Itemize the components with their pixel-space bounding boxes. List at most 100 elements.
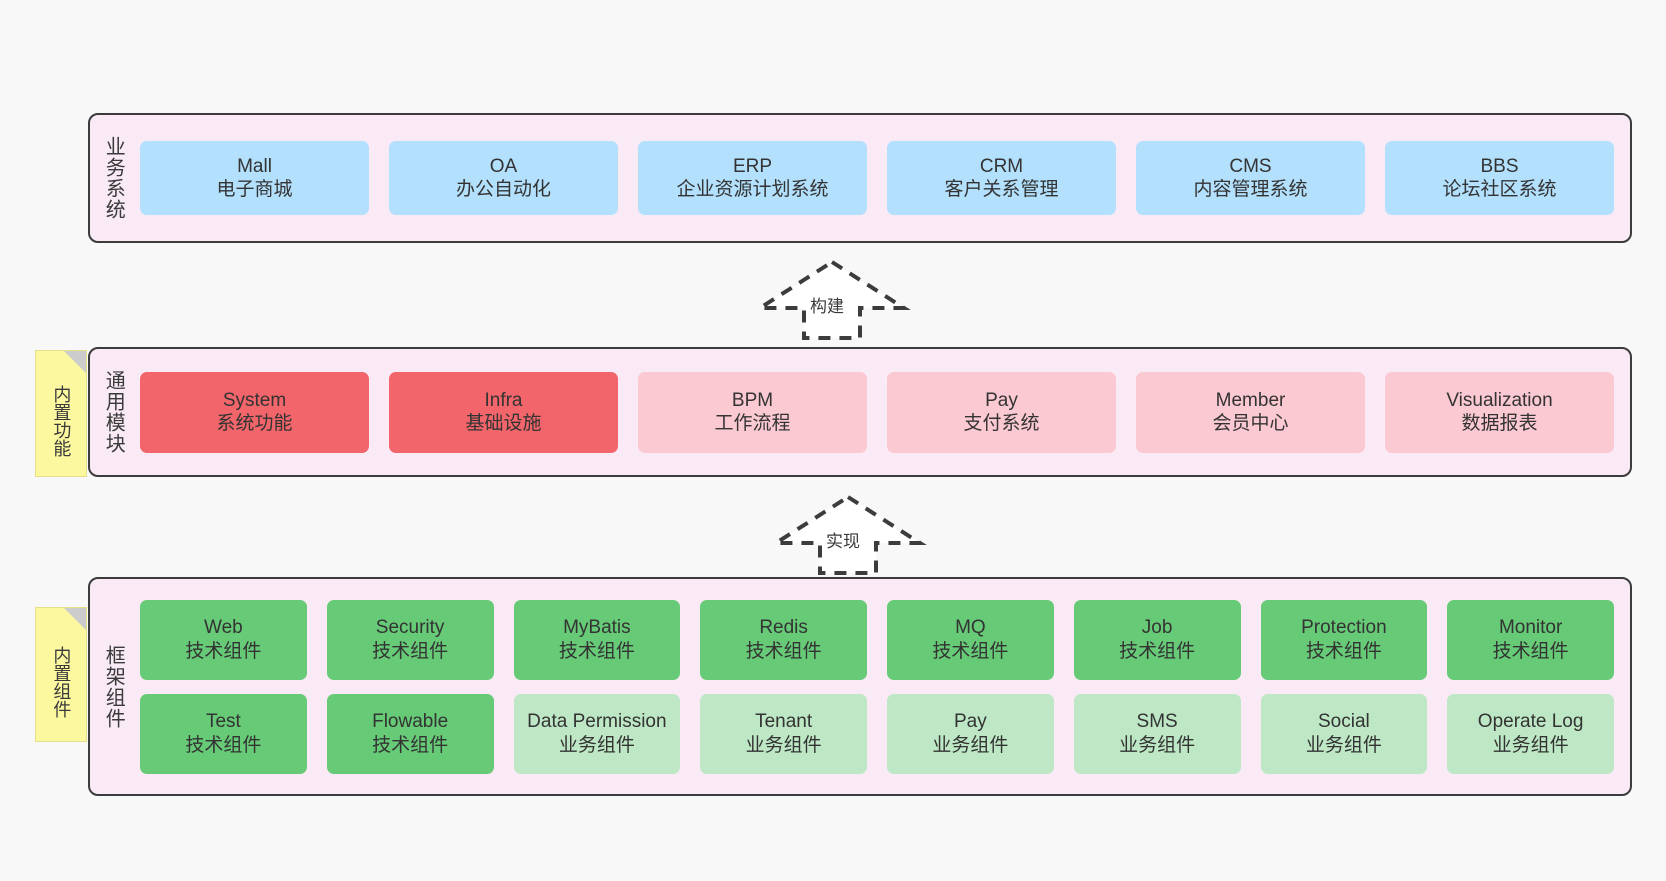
node-subtitle: 业务组件 <box>1492 734 1569 756</box>
node-subtitle: 办公自动化 <box>455 179 551 200</box>
node-subtitle: 技术组件 <box>1305 640 1382 662</box>
node-subtitle: 技术组件 <box>1119 640 1196 662</box>
node-pay-component[interactable]: Pay 业务组件 <box>887 693 1054 774</box>
node-bbs[interactable]: BBS 论坛社区系统 <box>1385 141 1614 215</box>
node-subtitle: 数据报表 <box>1461 413 1538 434</box>
layer-row: System 系统功能 Infra 基础设施 BPM 工作流程 Pay 支付系统… <box>140 371 1614 453</box>
node-title: Operate Log <box>1477 711 1584 733</box>
node-subtitle: 工作流程 <box>714 413 791 434</box>
node-subtitle: 系统功能 <box>216 413 293 434</box>
node-security[interactable]: Security 技术组件 <box>326 599 494 680</box>
implement-arrow-label: 实现 <box>826 532 860 551</box>
sticky-note-text: 内置功能 <box>51 384 72 457</box>
node-monitor[interactable]: Monitor 技术组件 <box>1447 599 1614 680</box>
node-title: CMS <box>1229 155 1272 177</box>
node-title: Member <box>1215 389 1286 411</box>
node-subtitle: 电子商城 <box>216 179 293 200</box>
node-data-permission[interactable]: Data Permission 业务组件 <box>513 693 681 774</box>
node-subtitle: 技术组件 <box>372 734 449 756</box>
node-web[interactable]: Web 技术组件 <box>140 599 307 680</box>
node-title: Tenant <box>755 711 813 733</box>
layer-title-business-system: 业务系统 <box>102 136 125 220</box>
layer-row: Mall 电子商城 OA 办公自动化 ERP 企业资源计划系统 CRM 客户关系… <box>140 141 1614 215</box>
implement-arrow: 实现 <box>768 491 928 577</box>
node-subtitle: 论坛社区系统 <box>1442 179 1557 200</box>
node-subtitle: 支付系统 <box>963 413 1040 434</box>
node-subtitle: 技术组件 <box>558 640 635 662</box>
node-redis[interactable]: Redis 技术组件 <box>700 599 867 680</box>
node-title: Flowable <box>372 711 449 733</box>
node-title: Job <box>1141 617 1173 639</box>
page-fold-icon <box>64 608 86 630</box>
layer-common-modules: 通用模块 System 系统功能 Infra 基础设施 BPM 工作流程 Pay… <box>88 347 1632 477</box>
build-arrow-shape <box>753 259 911 340</box>
node-cms[interactable]: CMS 内容管理系统 <box>1136 141 1365 215</box>
node-subtitle: 基础设施 <box>465 413 542 434</box>
node-mall[interactable]: Mall 电子商城 <box>140 141 369 215</box>
node-flowable[interactable]: Flowable 技术组件 <box>326 693 494 774</box>
node-title: OA <box>489 155 518 177</box>
node-title: Web <box>204 617 243 639</box>
node-subtitle: 业务组件 <box>1119 734 1196 756</box>
node-social[interactable]: Social 业务组件 <box>1260 693 1428 774</box>
node-title: BBS <box>1480 155 1519 177</box>
node-subtitle: 企业资源计划系统 <box>676 179 829 200</box>
node-test[interactable]: Test 技术组件 <box>140 693 307 774</box>
node-subtitle: 客户关系管理 <box>944 179 1059 200</box>
build-arrow-label: 构建 <box>810 297 844 316</box>
node-title: Infra <box>484 389 523 411</box>
node-subtitle: 技术组件 <box>932 640 1009 662</box>
layer-title-common-modules: 通用模块 <box>102 370 125 454</box>
node-title: MQ <box>955 617 986 639</box>
node-title: ERP <box>732 155 773 177</box>
node-mq[interactable]: MQ 技术组件 <box>887 599 1054 680</box>
layer-body-business-system: Mall 电子商城 OA 办公自动化 ERP 企业资源计划系统 CRM 客户关系… <box>136 115 1630 241</box>
node-bpm[interactable]: BPM 工作流程 <box>638 371 867 453</box>
sticky-note-text: 内置组件 <box>51 645 72 718</box>
node-subtitle: 内容管理系统 <box>1193 179 1308 200</box>
node-title: Monitor <box>1498 617 1563 639</box>
layer-row: Test 技术组件 Flowable 技术组件 Data Permission … <box>140 693 1614 774</box>
sticky-note-builtin-components: 内置组件 <box>35 607 87 742</box>
layer-body-common-modules: System 系统功能 Infra 基础设施 BPM 工作流程 Pay 支付系统… <box>136 349 1630 475</box>
node-subtitle: 业务组件 <box>932 734 1009 756</box>
node-mybatis[interactable]: MyBatis 技术组件 <box>513 599 681 680</box>
node-operate-log[interactable]: Operate Log 业务组件 <box>1447 693 1614 774</box>
node-subtitle: 业务组件 <box>1305 734 1382 756</box>
node-title: Protection <box>1301 617 1387 639</box>
node-subtitle: 技术组件 <box>1492 640 1569 662</box>
layer-row: Web 技术组件 Security 技术组件 MyBatis 技术组件 Redi… <box>140 599 1614 680</box>
node-subtitle: 业务组件 <box>745 734 822 756</box>
node-subtitle: 会员中心 <box>1212 413 1289 434</box>
layer-body-framework-components: Web 技术组件 Security 技术组件 MyBatis 技术组件 Redi… <box>136 579 1630 794</box>
node-visualization[interactable]: Visualization 数据报表 <box>1385 371 1614 453</box>
node-infra[interactable]: Infra 基础设施 <box>389 371 618 453</box>
node-title: Security <box>375 617 445 639</box>
node-protection[interactable]: Protection 技术组件 <box>1260 599 1428 680</box>
node-member[interactable]: Member 会员中心 <box>1136 371 1365 453</box>
node-subtitle: 业务组件 <box>558 734 635 756</box>
node-title: Test <box>205 711 241 733</box>
node-title: SMS <box>1136 711 1178 733</box>
build-arrow: 构建 <box>752 256 912 342</box>
node-subtitle: 技术组件 <box>372 640 449 662</box>
node-title: BPM <box>731 389 774 411</box>
node-erp[interactable]: ERP 企业资源计划系统 <box>638 141 867 215</box>
node-subtitle: 技术组件 <box>745 640 822 662</box>
node-subtitle: 技术组件 <box>185 734 262 756</box>
node-title: Data Permission <box>527 711 667 733</box>
node-title: CRM <box>979 155 1024 177</box>
node-oa[interactable]: OA 办公自动化 <box>389 141 618 215</box>
node-system[interactable]: System 系统功能 <box>140 371 369 453</box>
node-pay[interactable]: Pay 支付系统 <box>887 371 1116 453</box>
node-subtitle: 技术组件 <box>185 640 262 662</box>
node-tenant[interactable]: Tenant 业务组件 <box>700 693 867 774</box>
node-title: System <box>222 389 287 411</box>
node-title: Pay <box>954 711 987 733</box>
node-sms[interactable]: SMS 业务组件 <box>1073 693 1241 774</box>
node-job[interactable]: Job 技术组件 <box>1073 599 1241 680</box>
implement-arrow-shape <box>769 494 927 575</box>
layer-title-framework-components: 框架组件 <box>102 644 125 729</box>
node-title: MyBatis <box>563 617 631 639</box>
node-crm[interactable]: CRM 客户关系管理 <box>887 141 1116 215</box>
